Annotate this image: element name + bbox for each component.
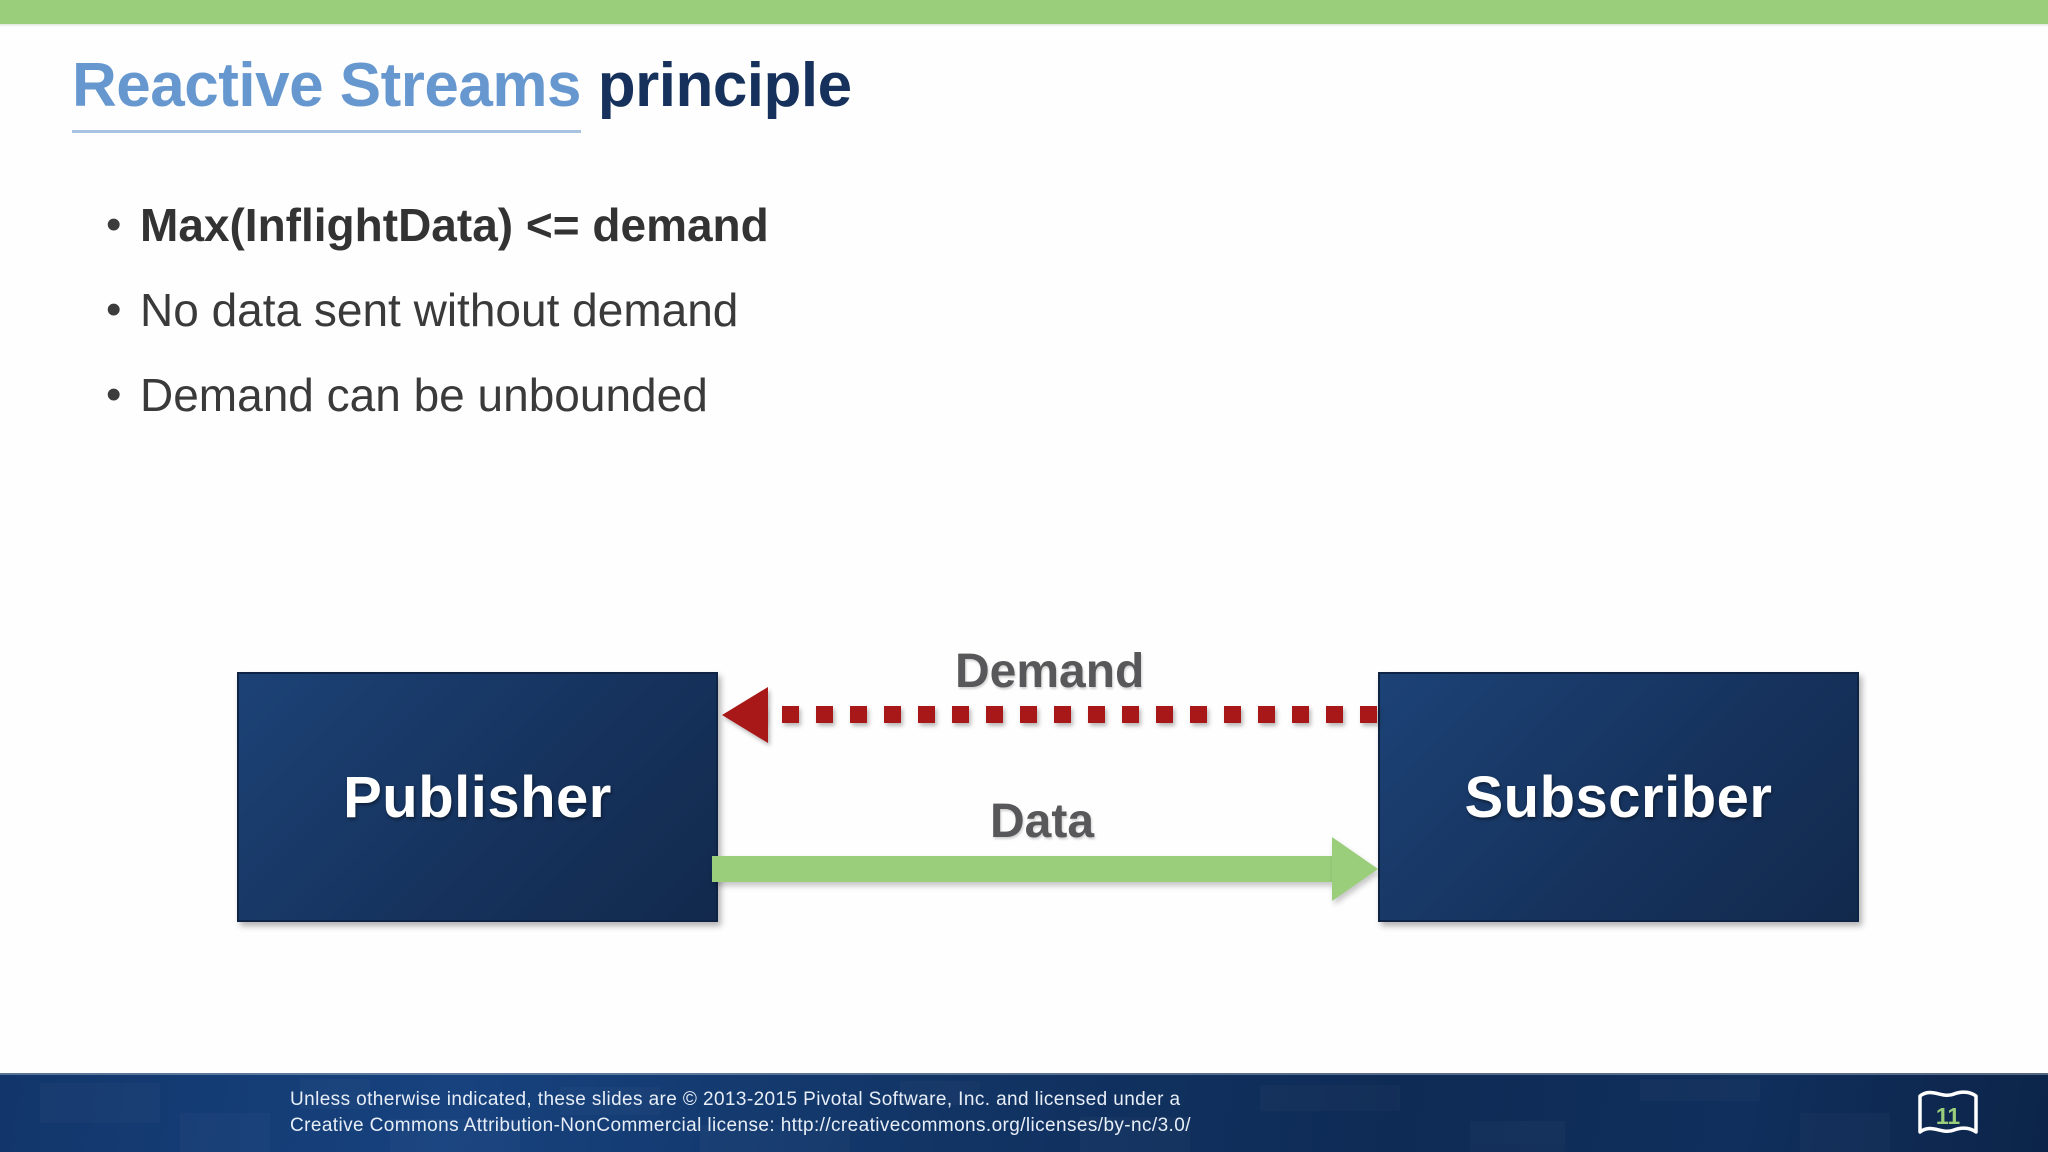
subscriber-node-label: Subscriber [1464, 764, 1773, 830]
slide-footer: Unless otherwise indicated, these slides… [0, 1073, 2048, 1152]
copyright-line-2: Creative Commons Attribution-NonCommerci… [290, 1115, 1191, 1136]
title-accent: Reactive Streams [72, 51, 581, 133]
slide-number-badge: 11 [1912, 1088, 1984, 1142]
subscriber-node: Subscriber [1378, 672, 1859, 922]
banner-flag-icon [1918, 1090, 1978, 1134]
publisher-node: Publisher [237, 672, 718, 922]
list-item: • Demand can be unbounded [96, 366, 1396, 451]
data-arrow-shaft [712, 856, 1332, 882]
page-title: Reactive Streams principle [72, 48, 852, 133]
bullet-list: • Max(InflightData) <= demand • No data … [96, 196, 1396, 451]
demand-edge-label: Demand [955, 645, 1145, 698]
list-item: • Max(InflightData) <= demand [96, 196, 1396, 281]
data-arrowhead-icon [1332, 837, 1378, 901]
top-green-band [0, 0, 2048, 24]
top-band-shadow [0, 24, 2048, 27]
bullet-text: Max(InflightData) <= demand [140, 199, 769, 251]
bullet-text: No data sent without demand [140, 284, 739, 336]
bullet-dot-icon: • [106, 370, 122, 419]
publisher-node-label: Publisher [343, 764, 612, 830]
slide-number-text: 11 [1935, 1102, 1961, 1129]
title-plain: principle [597, 51, 852, 120]
bullet-dot-icon: • [106, 285, 122, 334]
demand-arrowhead-icon [722, 687, 768, 743]
footer-divider [0, 1073, 2048, 1075]
list-item: • No data sent without demand [96, 281, 1396, 366]
demand-arrow-shaft [748, 706, 1378, 723]
bullet-dot-icon: • [106, 200, 122, 249]
bullet-text: Demand can be unbounded [140, 369, 708, 421]
data-edge-label: Data [990, 795, 1095, 848]
copyright-line-1: Unless otherwise indicated, these slides… [290, 1089, 1181, 1110]
